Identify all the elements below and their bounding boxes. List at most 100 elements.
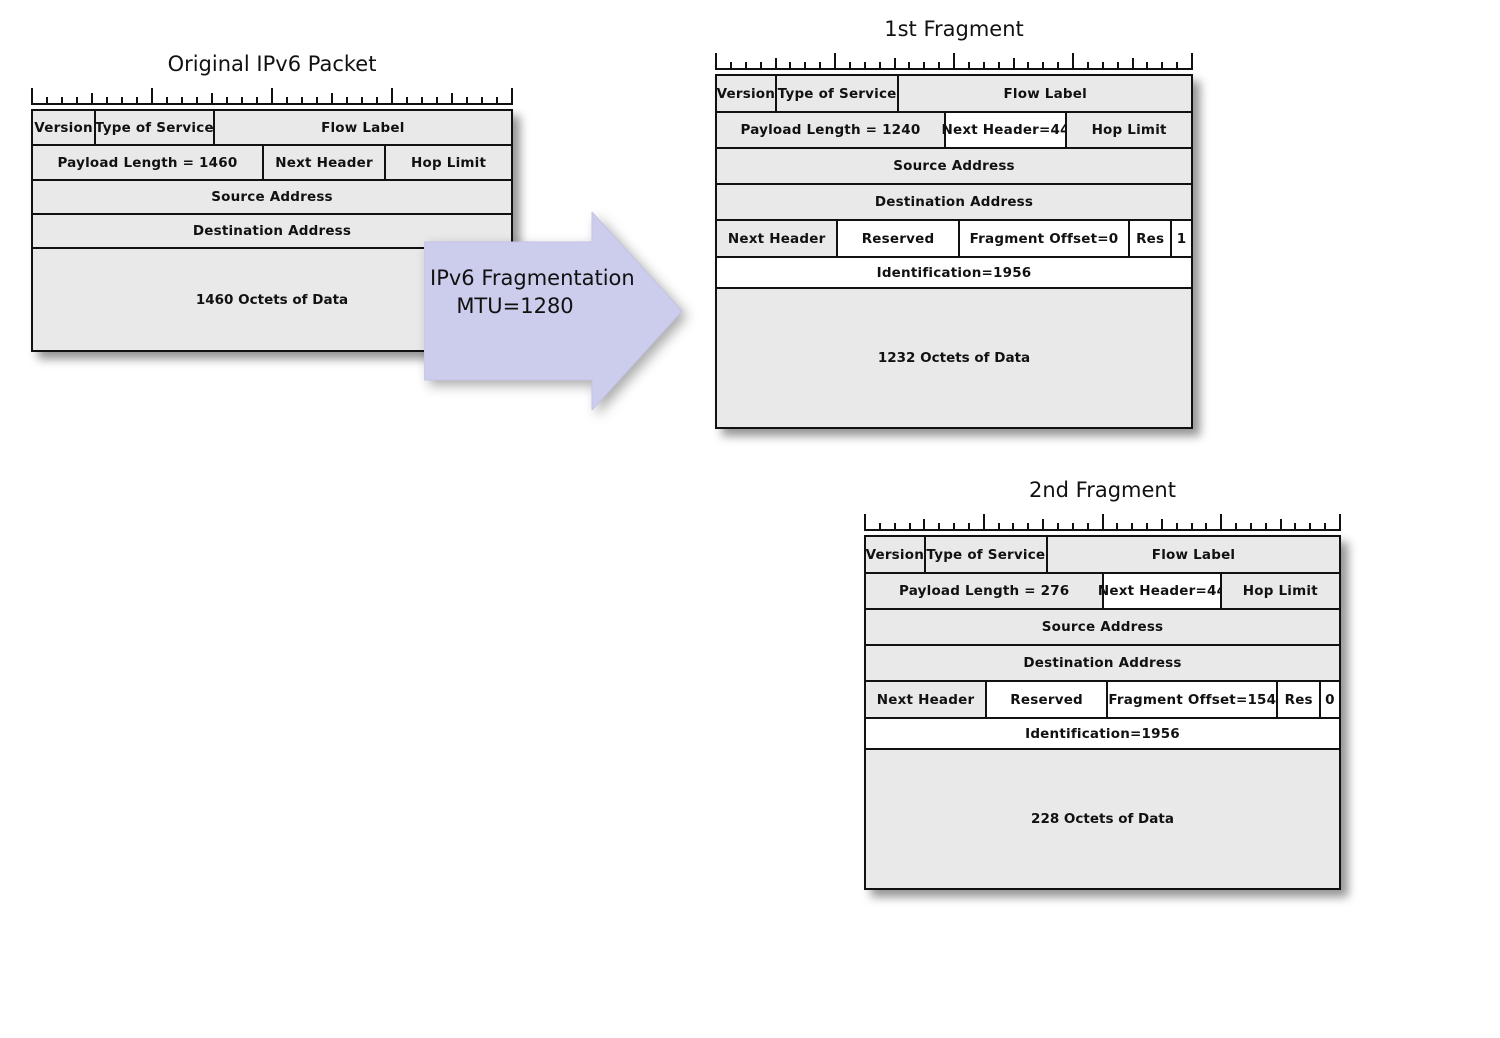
ruler-tick — [864, 514, 866, 531]
ruler-tick — [1056, 523, 1059, 531]
ruler-tick — [982, 62, 985, 70]
ruler-tick — [804, 62, 807, 70]
field-source-address: Source Address — [866, 610, 1339, 644]
ruler-tick — [481, 97, 483, 105]
identification-row: Identification=1956 — [717, 258, 1191, 289]
packet-fragment1-title: 1st Fragment — [884, 17, 1024, 41]
ruler-tick — [511, 88, 513, 105]
source-address-row: Source Address — [33, 181, 511, 215]
data-row: 228 Octets of Data — [866, 750, 1339, 888]
ruler-tick — [1116, 523, 1119, 531]
ruler-tick — [361, 97, 363, 105]
ruler-tick — [1042, 62, 1045, 70]
field-version: Version — [866, 537, 926, 572]
field-flow-label: Flow Label — [214, 111, 511, 144]
field-version: Version — [717, 76, 777, 111]
field-hop-limit: Hop Limit — [1067, 113, 1191, 147]
identification-row: Identification=1956 — [866, 719, 1339, 750]
ruler-tick — [1264, 523, 1267, 531]
ruler-tick — [1279, 519, 1282, 531]
destination-address-row: Destination Address — [33, 215, 511, 249]
ruler-tick — [466, 97, 468, 105]
bit-ruler-original — [31, 87, 513, 105]
field-destination-address: Destination Address — [717, 185, 1191, 219]
ruler-tick — [406, 97, 408, 105]
ruler-tick — [61, 97, 63, 105]
data-row: 1232 Octets of Data — [717, 289, 1191, 427]
field-reserved: Reserved — [838, 221, 960, 256]
field-type-of-service: Type of Service — [776, 76, 900, 111]
ruler-tick — [421, 97, 423, 105]
ruler-tick — [316, 97, 318, 105]
ruler-tick — [1249, 523, 1252, 531]
field-reserved: Reserved — [987, 682, 1109, 717]
ruler-tick — [848, 62, 851, 70]
ruler-tick — [1294, 523, 1297, 531]
header-row-2: Payload Length = 1460 Next Header Hop Li… — [33, 146, 511, 181]
ruler-tick — [967, 523, 970, 531]
ruler-tick — [1027, 62, 1030, 70]
ruler-tick — [953, 523, 956, 531]
ruler-tick — [923, 62, 926, 70]
ruler-tick — [997, 62, 1000, 70]
ruler-tick — [1205, 523, 1208, 531]
ruler-tick — [1086, 62, 1089, 70]
ruler-tick — [908, 62, 911, 70]
ruler-tick — [1072, 53, 1074, 70]
field-next-header: Next Header=44 — [1098, 574, 1226, 608]
ruler-tick — [1220, 514, 1223, 531]
destination-address-row: Destination Address — [717, 185, 1191, 221]
field-next-header: Next Header=44 — [941, 113, 1070, 147]
ruler-tick — [136, 97, 138, 105]
ruler-tick — [982, 514, 985, 531]
ruler-tick — [1191, 53, 1193, 70]
ruler-tick — [1131, 523, 1134, 531]
header-row-2: Payload Length = 276 Next Header=44 Hop … — [866, 574, 1339, 610]
ruler-tick — [331, 93, 333, 105]
field-identification: Identification=1956 — [866, 719, 1339, 748]
ruler-tick — [715, 53, 717, 70]
field-type-of-service: Type of Service — [95, 111, 215, 144]
ruler-tick — [908, 523, 911, 531]
field-payload-length: Payload Length = 1240 — [717, 113, 946, 147]
packet-fragment1-frame: Version Type of Service Flow Label Paylo… — [715, 74, 1193, 429]
field-payload-length: Payload Length = 276 — [866, 574, 1105, 608]
ruler-tick — [1012, 523, 1015, 531]
ruler-tick — [1146, 523, 1149, 531]
packet-original-title: Original IPv6 Packet — [167, 52, 377, 76]
ruler-tick — [196, 97, 198, 105]
ruler-tick — [997, 523, 1000, 531]
ruler-tick — [1086, 523, 1089, 531]
ruler-tick — [1027, 523, 1030, 531]
ruler-tick — [744, 62, 747, 70]
fragment-header-row: Next Header Reserved Fragment Offset=0 R… — [717, 221, 1191, 258]
field-frag-next-header: Next Header — [866, 682, 988, 717]
field-frag-next-header: Next Header — [717, 221, 839, 256]
ruler-tick — [1116, 62, 1119, 70]
field-identification: Identification=1956 — [717, 258, 1191, 287]
ruler-tick — [1339, 514, 1341, 531]
ruler-tick — [46, 97, 48, 105]
field-flow-label: Flow Label — [1048, 537, 1339, 572]
field-res: Res — [1130, 221, 1173, 256]
ruler-tick — [121, 97, 123, 105]
ruler-tick — [241, 97, 243, 105]
ruler-tick — [967, 62, 970, 70]
ruler-tick — [729, 62, 732, 70]
ruler-tick — [878, 62, 881, 70]
ruler-tick — [166, 97, 168, 105]
bit-ruler-fragment1 — [715, 52, 1193, 70]
ruler-tick — [1146, 62, 1149, 70]
packet-fragment2-frame: Version Type of Service Flow Label Paylo… — [864, 535, 1341, 890]
ruler-tick — [1012, 58, 1015, 70]
field-type-of-service: Type of Service — [925, 537, 1049, 572]
ruler-tick — [953, 53, 955, 70]
ruler-tick — [923, 519, 926, 531]
field-source-address: Source Address — [717, 149, 1191, 183]
ruler-tick — [151, 88, 153, 105]
ruler-tick — [271, 88, 273, 105]
header-row-1: Version Type of Service Flow Label — [866, 537, 1339, 574]
field-fragment-offset: Fragment Offset=0 — [959, 221, 1131, 256]
ruler-tick — [789, 62, 792, 70]
ruler-tick — [301, 97, 303, 105]
